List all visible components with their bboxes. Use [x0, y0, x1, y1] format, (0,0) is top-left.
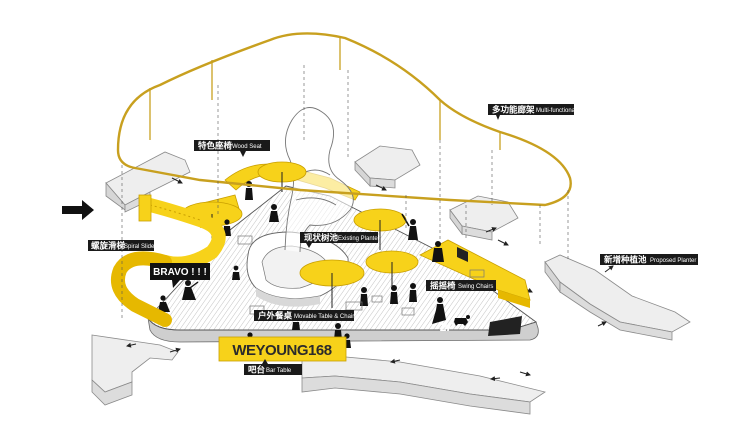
label-multi-frame-en: Multi-functional Frame	[536, 108, 596, 114]
label-proposed-planter-en: Proposed Planter	[650, 258, 696, 264]
label-bar-table-cn: 吧台	[248, 365, 266, 376]
label-existing-planter-en: Existing Planter	[338, 236, 380, 242]
label-proposed-planter-cn: 新增种植池	[604, 255, 647, 266]
label-swing-chairs-en: Swing Chairs	[458, 284, 493, 290]
floor-tag: 2F	[439, 316, 522, 336]
label-multi-frame-cn: 多功能廊架	[492, 105, 535, 116]
label-spiral-slide: 螺旋滑梯 Spiral Slide	[88, 240, 155, 252]
label-movable-table: 户外餐桌 Movable Table & Chairs	[254, 310, 357, 322]
surrounding-blocks	[91, 145, 691, 415]
frame-posts	[149, 36, 501, 150]
bar-table-sign: WEYOUNG168	[218, 336, 347, 362]
dog-icon	[454, 315, 470, 326]
label-wood-seat: 特色座椅 Wood Seat	[194, 140, 270, 157]
floor-label: 2F	[439, 320, 455, 334]
bravo-bubble: BRAVO ! ! !	[150, 263, 210, 288]
sign-text: WEYOUNG168	[232, 342, 331, 359]
block-bottom-right	[301, 355, 546, 415]
label-wood-seat-en: Wood Seat	[232, 144, 262, 150]
block-top-right	[354, 145, 421, 189]
entry-arrow-icon	[62, 200, 94, 220]
umbrella-icon	[181, 161, 419, 308]
label-movable-table-cn: 户外餐桌	[257, 311, 293, 322]
block-proposed-planter	[544, 254, 691, 341]
label-proposed-planter: 新增种植池 Proposed Planter	[600, 254, 698, 266]
label-movable-table-en: Movable Table & Chairs	[294, 314, 357, 320]
label-spiral-slide-en: Spiral Slide	[124, 244, 155, 250]
label-swing-chairs-cn: 摇摇椅	[430, 281, 456, 292]
spiral-slide	[110, 194, 226, 327]
label-existing-planter-cn: 现状树池	[304, 233, 339, 244]
block-right-small	[449, 195, 519, 241]
label-wood-seat-cn: 特色座椅	[198, 141, 233, 152]
label-bar-table: 吧台 Bar Table	[244, 359, 302, 376]
multi-functional-frame	[116, 32, 572, 207]
block-bottom-left	[91, 334, 179, 406]
label-bar-table-en: Bar Table	[266, 368, 292, 374]
walk-arrow-icon	[126, 177, 614, 382]
label-existing-planter: 现状树池 Existing Planter	[300, 232, 380, 248]
bubble-text: BRAVO ! ! !	[153, 267, 207, 278]
label-multi-frame: 多功能廊架 Multi-functional Frame	[488, 104, 596, 120]
label-spiral-slide-cn: 螺旋滑梯	[91, 241, 126, 252]
human-figure-icon	[158, 181, 446, 348]
label-swing-chairs: 摇摇椅 Swing Chairs	[426, 280, 496, 292]
projection-lines	[121, 65, 569, 318]
